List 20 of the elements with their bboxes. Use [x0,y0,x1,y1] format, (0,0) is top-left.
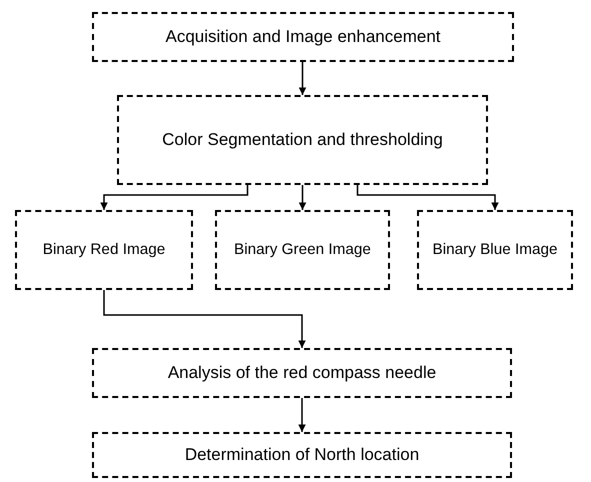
box-label: Determination of North location [184,444,420,466]
process-box [92,12,514,62]
arrow [100,185,248,210]
box-label: Binary Red Image [42,240,166,260]
box-label: Analysis of the red compass needle [166,362,438,384]
arrow [298,62,306,95]
box-label: Color Segmentation and thresholding [161,128,444,151]
process-box [215,210,390,290]
process-box [15,210,193,290]
box-label: Binary Green Image [233,240,372,260]
box-label: Acquisition and Image enhancement [164,26,442,48]
arrow [103,290,306,348]
process-box [92,432,512,478]
process-box [417,210,573,290]
arrow [356,185,499,210]
arrow [298,398,306,432]
process-box [92,348,512,398]
box-label: Binary Blue Image [432,240,558,260]
process-box [117,95,488,185]
arrow [298,185,306,210]
